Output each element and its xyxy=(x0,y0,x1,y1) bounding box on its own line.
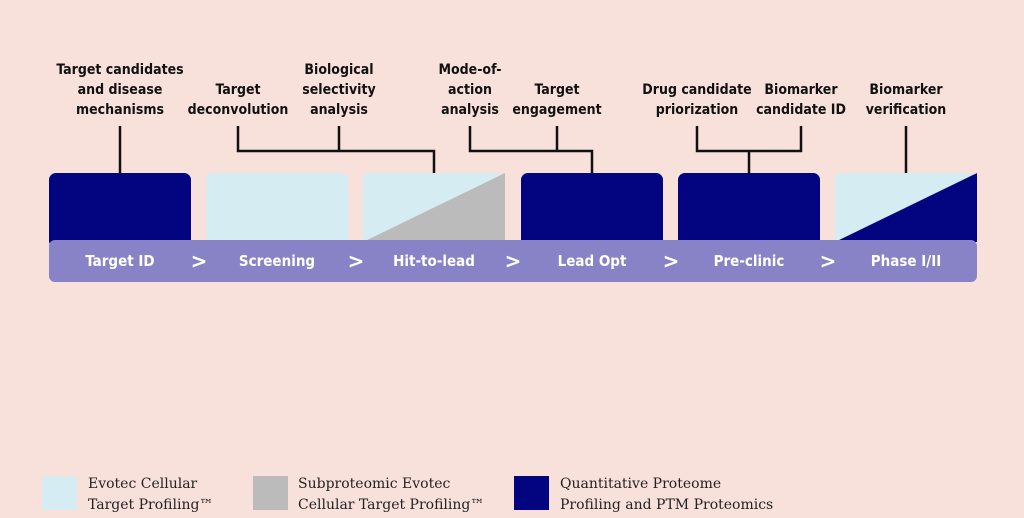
annotation-mode-of-action: Mode-of- action analysis xyxy=(438,62,502,118)
connector-lines xyxy=(118,126,908,173)
stage-box-target-id xyxy=(49,173,191,248)
chevron-right-icon: > xyxy=(662,249,680,273)
stage-boxes xyxy=(49,173,977,248)
stage-label-screening: Screening xyxy=(238,252,316,270)
stage-box-lead-opt xyxy=(521,173,663,248)
stage-label-lead-opt: Lead Opt xyxy=(557,252,627,270)
legend-label-cellular-profiling: Evotec Cellular Target Profiling™ xyxy=(88,476,214,513)
pipeline-diagram xyxy=(49,126,977,282)
stage-label-target-id: Target ID xyxy=(85,252,155,270)
stage-label-phase: Phase I/II xyxy=(870,252,942,270)
stage-label-pre-clinic: Pre-clinic xyxy=(713,252,785,270)
chevron-right-icon: > xyxy=(347,249,365,273)
stage-bar xyxy=(49,240,977,282)
annotation-biomarker-verification: Biomarker verification xyxy=(865,82,947,118)
chevron-right-icon: > xyxy=(819,249,837,273)
annotation-biomarker-candidate: Biomarker candidate ID xyxy=(756,82,846,118)
annotation-target-candidates: Target candidates and disease mechanisms xyxy=(56,62,184,118)
connector-lead-opt xyxy=(468,126,594,173)
annotation-biological-selectivity: Biological selectivity analysis xyxy=(302,62,376,118)
stage-box-pre-clinic xyxy=(678,173,820,248)
stage-box-screening xyxy=(206,173,348,248)
annotation-target-deconvolution: Target deconvolution xyxy=(187,82,289,118)
legend-swatch-light-blue xyxy=(42,476,77,510)
chevron-right-icon: > xyxy=(504,249,522,273)
stage-label-hit-to-lead: Hit-to-lead xyxy=(393,252,475,270)
stage-box-phase-i-ii-diagonal-fill xyxy=(835,173,977,242)
connector-pre-clinic xyxy=(695,126,803,153)
annotation-target-engagement: Target engagement xyxy=(512,82,602,118)
annotation-drug-candidate: Drug candidate priorization xyxy=(642,82,752,118)
connector-hit-to-lead xyxy=(236,126,436,173)
legend-swatch-gray xyxy=(253,476,288,510)
legend-label-subproteomic: Subproteomic Evotec Cellular Target Prof… xyxy=(298,476,485,513)
stage-box-hit-to-lead-diagonal-fill xyxy=(363,173,505,242)
legend-label-quantitative: Quantitative Proteome Profiling and PTM … xyxy=(560,476,774,513)
legend-swatch-dark-blue xyxy=(514,476,549,510)
chevron-right-icon: > xyxy=(190,249,208,273)
